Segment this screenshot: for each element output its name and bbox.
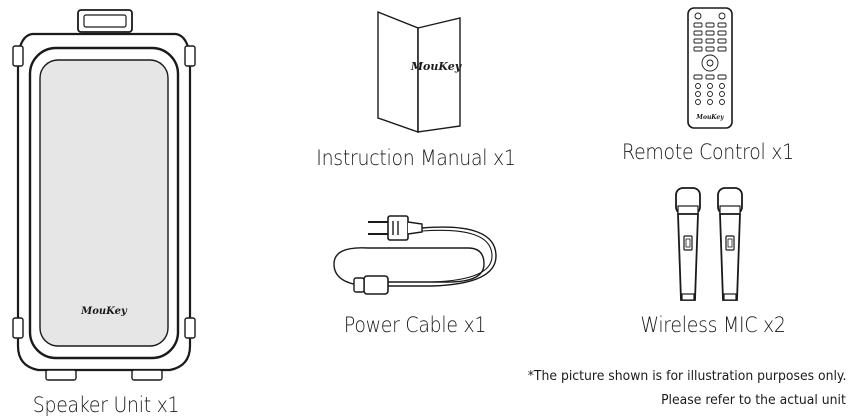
power-cable-icon: [333, 215, 497, 295]
speaker-logo: MouKey: [80, 306, 128, 317]
manual-caption: Instruction Manual x1: [316, 146, 516, 170]
microphone-icon: [675, 187, 743, 301]
disclaimer-line-2: Please refer to the actual unit: [661, 392, 846, 408]
cable-caption: Power Cable x1: [343, 313, 487, 337]
mic-illustration: [668, 186, 752, 306]
remote-illustration: MouKey: [684, 6, 736, 132]
cable-illustration: [328, 210, 508, 302]
booklet-icon: MouKey: [377, 10, 463, 133]
speaker-illustration: MouKey: [10, 6, 198, 386]
remote-logo: MouKey: [695, 114, 724, 121]
remote-control-icon: MouKey: [687, 7, 733, 129]
manual-illustration: MouKey: [368, 8, 468, 136]
mic-caption: Wireless MIC x2: [640, 313, 786, 337]
speaker-icon: MouKey: [12, 9, 196, 381]
speaker-caption: Speaker Unit x1: [32, 393, 180, 417]
remote-caption: Remote Control x1: [622, 140, 794, 164]
manual-logo: MouKey: [410, 60, 463, 73]
disclaimer-line-1: *The picture shown is for illustration p…: [527, 368, 846, 384]
